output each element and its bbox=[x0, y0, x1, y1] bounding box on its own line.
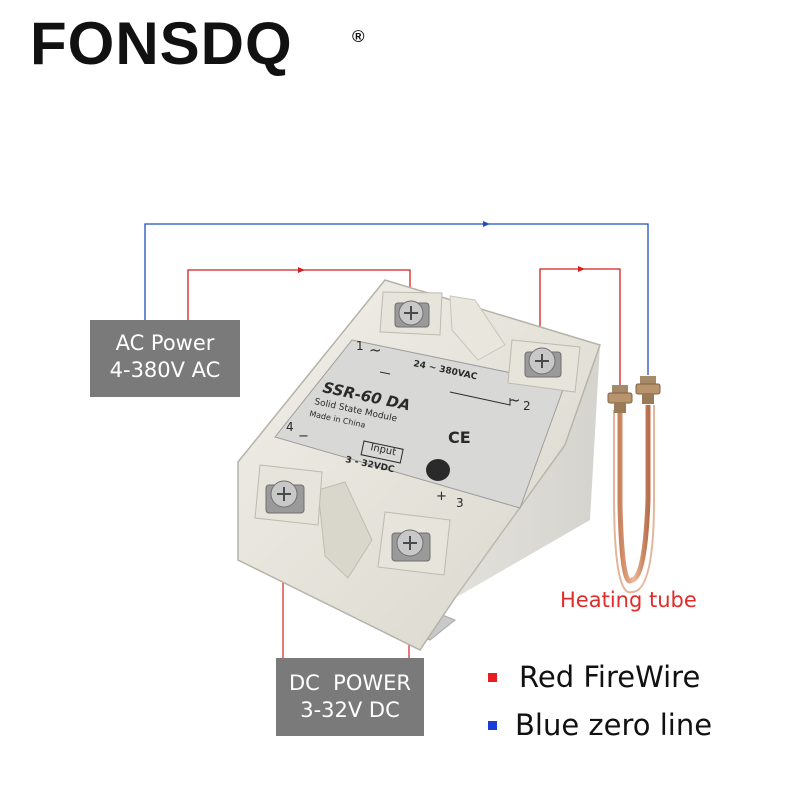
ac-power-title: AC Power bbox=[115, 331, 215, 355]
dc-power-range: 3-32V DC bbox=[300, 698, 400, 722]
legend-red: Red FireWire bbox=[488, 660, 700, 694]
ac-power-range: 4-380V AC bbox=[109, 358, 221, 382]
terminal-3-label: 3 bbox=[456, 496, 464, 510]
screw-terminal-3-icon bbox=[391, 529, 431, 562]
screw-terminal-4-icon bbox=[265, 480, 305, 514]
red-fire-wire bbox=[187, 266, 621, 385]
blue-arrow-icon bbox=[483, 221, 490, 227]
red-arrow-icon-2 bbox=[578, 266, 585, 272]
ce-mark: CE bbox=[448, 428, 471, 447]
heating-tube-terminal-left-icon bbox=[607, 385, 633, 413]
tilde-2-label: ~ bbox=[508, 391, 521, 409]
dc-power-title: DC POWER bbox=[288, 671, 411, 695]
dc-power-label: DC POWER 3-32V DC bbox=[276, 658, 424, 736]
blue-zero-wire bbox=[144, 221, 649, 375]
ssr-relay: 1 ~ 24 ~ 380VAC ~ 2 SSR-60 DA Solid Stat… bbox=[237, 279, 601, 651]
heating-tube bbox=[607, 376, 661, 594]
heating-tube-terminal-right-icon bbox=[635, 376, 661, 404]
legend-red-label: Red FireWire bbox=[519, 660, 701, 694]
terminal-2-label: 2 bbox=[523, 399, 531, 413]
tilde-1-label: ~ bbox=[369, 341, 382, 359]
screw-terminal-1-icon bbox=[394, 300, 430, 328]
ac-power-label: AC Power 4-380V AC bbox=[90, 320, 240, 397]
red-square-icon bbox=[488, 672, 497, 682]
legend-blue-label: Blue zero line bbox=[515, 708, 713, 742]
screw-terminal-2-icon bbox=[524, 347, 562, 378]
led-indicator-icon bbox=[426, 459, 450, 481]
heating-tube-label: Heating tube bbox=[560, 588, 697, 612]
minus-label: − bbox=[298, 429, 309, 444]
legend-blue: Blue zero line bbox=[488, 708, 712, 742]
brand-name: FONSDQ bbox=[30, 10, 293, 77]
terminal-1-label: 1 bbox=[356, 339, 364, 353]
plus-label: + bbox=[436, 489, 447, 504]
brand-logo: FONSDQ ® bbox=[30, 14, 365, 74]
blue-square-icon bbox=[488, 720, 497, 730]
registered-mark: ® bbox=[352, 27, 366, 46]
terminal-4-label: 4 bbox=[286, 420, 294, 434]
red-arrow-icon bbox=[298, 267, 305, 273]
